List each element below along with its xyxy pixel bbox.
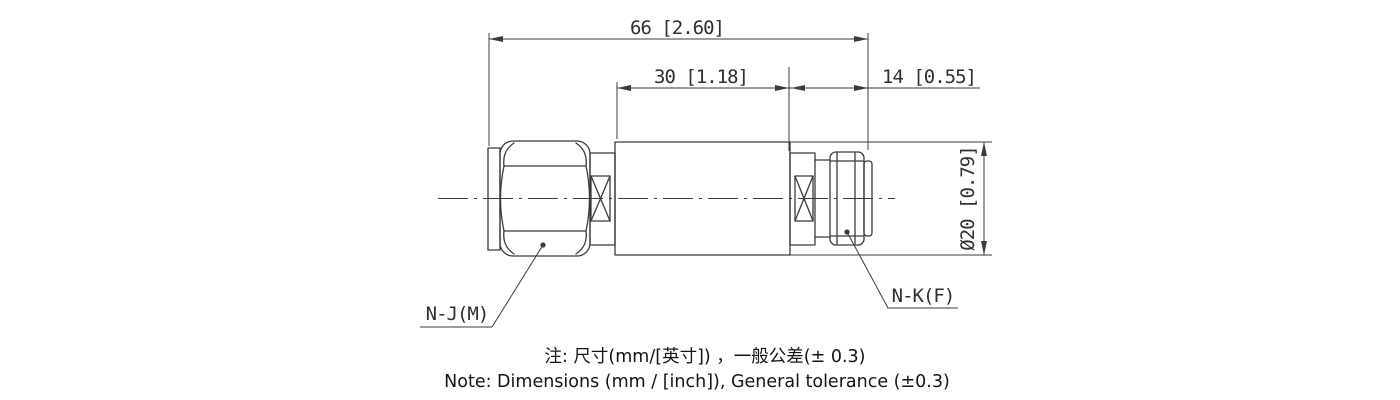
overall-length-dim-text: 66 [2.60] (630, 17, 724, 39)
right-connector-leader (844, 229, 958, 309)
left-connector-leader (420, 242, 546, 328)
note-line-en: Note: Dimensions (mm / [inch]), General … (444, 372, 950, 392)
diameter-dim-text: Ø20 [0.79] (957, 146, 979, 250)
note-line-zh: 注: 尺寸(mm/[英寸]) ，一般公差(± 0.3) (544, 347, 865, 367)
dimension-lines (488, 33, 992, 256)
leader-line-right (846, 231, 958, 309)
arrowhead-30-right (775, 85, 789, 91)
body-length-dim-text: 30 [1.18] (654, 66, 748, 88)
arrowhead-30-left (617, 85, 631, 91)
arrowhead-66-right (854, 36, 868, 42)
right-connector-label: N-K(F) (892, 285, 955, 307)
left-connector-label: N-J(M) (426, 303, 489, 325)
leader-line-left (420, 244, 544, 328)
arrowhead-dia-bottom (981, 241, 987, 255)
right-section-dim-text: 14 [0.55] (882, 66, 976, 88)
arrowhead-14-left (791, 85, 805, 91)
arrowhead-66-left (489, 36, 503, 42)
arrowhead-dia-top (981, 142, 987, 156)
arrowhead-14-right (854, 85, 868, 91)
